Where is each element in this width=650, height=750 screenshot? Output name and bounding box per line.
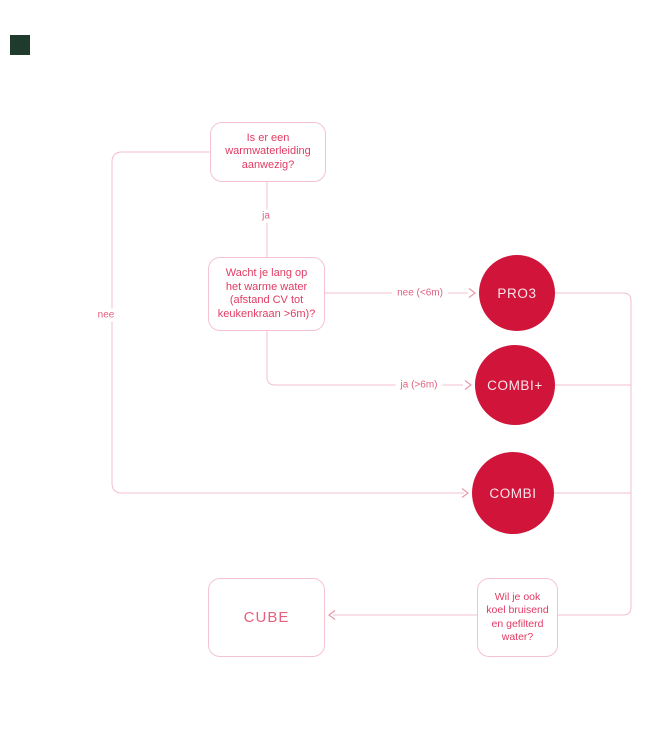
node-combi-label: COMBI <box>489 485 537 501</box>
question-wait-time-label: Wacht je lang op het warme water (afstan… <box>217 267 316 320</box>
arrowhead-pro3 <box>468 288 476 298</box>
corner-logo-mark <box>10 35 30 55</box>
question-warm-water-line: Is er een warmwaterleiding aanwezig? <box>210 122 326 182</box>
edge-label-ja-over-6m: ja (>6m) <box>395 378 443 392</box>
question-cool-filtered-water: Wil je ook koel bruisend en gefilterd wa… <box>477 578 558 657</box>
edge-label-nee-under-6m: nee (<6m) <box>392 286 448 300</box>
arrowhead-combi <box>461 488 469 498</box>
node-combi: COMBI <box>472 452 554 534</box>
connector-q1-nee-to-combi <box>111 151 464 494</box>
connector-q2-to-combiplus <box>266 331 463 386</box>
arrowhead-cube <box>328 610 336 620</box>
node-combi-plus: COMBI+ <box>475 345 555 425</box>
edge-label-nee: nee <box>92 308 120 322</box>
question-warm-water-line-label: Is er een warmwaterleiding aanwezig? <box>225 131 311 171</box>
edge-label-ja: ja <box>257 209 275 223</box>
question-cool-filtered-water-label: Wil je ook koel bruisend en gefilterd wa… <box>486 590 549 644</box>
node-pro3-label: PRO3 <box>497 285 537 301</box>
question-wait-time: Wacht je lang op het warme water (afstan… <box>208 257 325 331</box>
connector-pro3-to-q3-rail <box>555 292 632 616</box>
node-combi-plus-label: COMBI+ <box>487 377 543 393</box>
node-cube: CUBE <box>208 578 325 657</box>
node-pro3: PRO3 <box>479 255 555 331</box>
arrowhead-combiplus <box>464 380 472 390</box>
node-cube-label: CUBE <box>243 608 290 626</box>
